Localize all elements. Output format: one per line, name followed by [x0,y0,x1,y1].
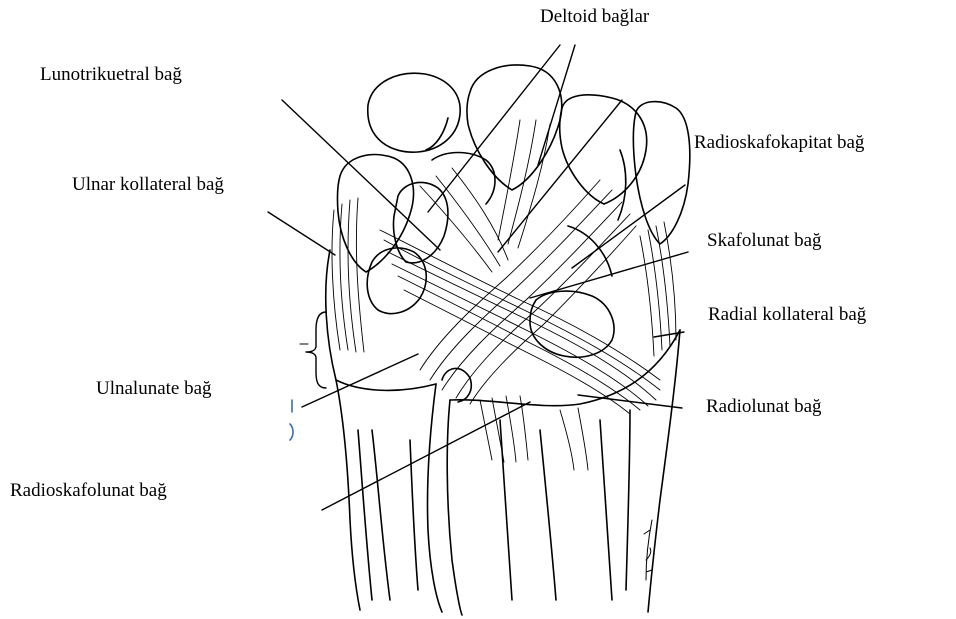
label-lunotrikuetral: Lunotrikuetral bağ [40,62,182,88]
leader-line-lunotrikuetral [282,100,440,250]
label-ulnalunate: Ulnalunate bağ [96,376,212,402]
artist-signature [644,520,652,580]
edge-fragment [290,400,293,440]
triquetrum-bone [530,291,614,357]
pisiform-bone [633,102,689,244]
leader-line-deltoid-2 [538,45,575,165]
leader-line-ulnalunate [302,354,418,407]
label-radial-kollateral: Radial kollateral bağ [708,302,866,328]
leader-line-ulnar-kollateral [268,212,335,255]
label-radioskafokapitat: Radioskafokapitat bağ [694,130,864,156]
radius-bone [447,330,680,615]
label-ulnar-kollateral: Ulnar kollateral bağ [72,172,262,198]
leader-line-skafolunat [572,185,685,268]
capitate-bone [467,65,562,190]
trapezium-bone [368,73,460,152]
leader-lines [268,45,688,510]
label-radiolunat: Radiolunat bağ [706,394,822,420]
bracket-mark [306,312,326,388]
ligament-fibres [332,120,676,470]
ulna-bone [326,250,472,612]
label-skafolunat: Skafolunat bağ [707,228,822,254]
leader-line-radioskafolunat [322,402,530,510]
label-radioskafolunat: Radioskafolunat bağ [10,478,167,504]
label-deltoid: Deltoid bağlar [540,4,649,30]
